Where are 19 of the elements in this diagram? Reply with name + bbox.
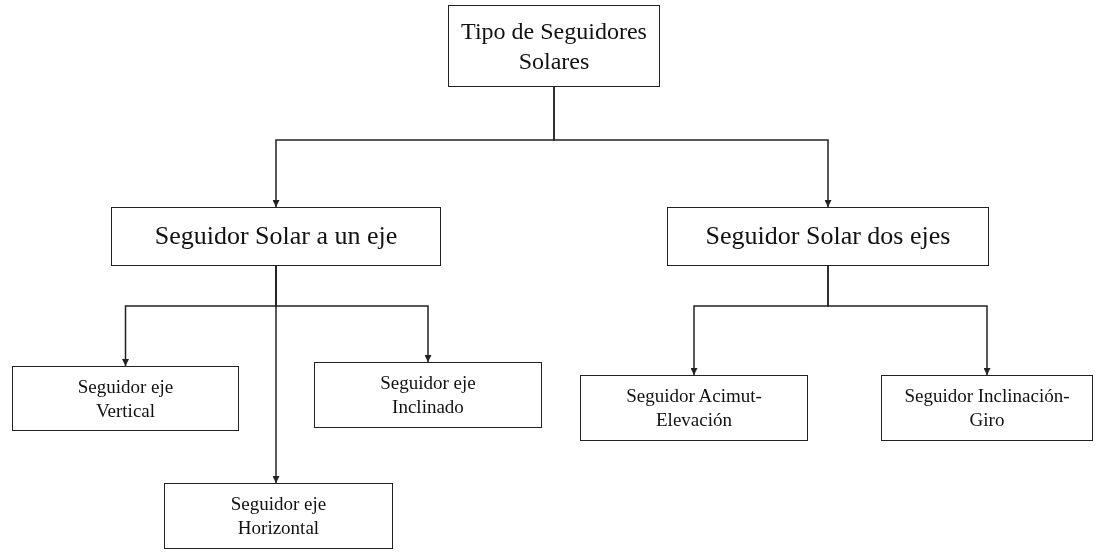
box-label: Seguidor eje Vertical bbox=[76, 374, 175, 423]
category-box bbox=[667, 207, 989, 266]
category-box bbox=[164, 483, 393, 549]
category-box bbox=[111, 207, 441, 266]
category-box bbox=[314, 362, 542, 428]
category-box bbox=[12, 366, 239, 431]
category-box bbox=[580, 375, 808, 441]
box-label: Seguidor eje Horizontal bbox=[229, 492, 328, 540]
box-label: Seguidor Solar dos ejes bbox=[705, 220, 951, 253]
category-box bbox=[448, 5, 660, 87]
box-label: Seguidor eje Inclinado bbox=[379, 371, 477, 419]
connector-arrow bbox=[553, 86, 832, 208]
box-label: Tipo de Seguidores Solares bbox=[460, 17, 648, 76]
box-label: Seguidor Solar a un eje bbox=[154, 220, 398, 253]
connector-arrow bbox=[272, 265, 280, 484]
connector-arrow bbox=[827, 265, 991, 376]
box-label: Seguidor Acimut-Elevación bbox=[625, 384, 763, 432]
category-box bbox=[881, 375, 1093, 441]
box-label: Seguidor Inclinación-Giro bbox=[903, 384, 1071, 432]
